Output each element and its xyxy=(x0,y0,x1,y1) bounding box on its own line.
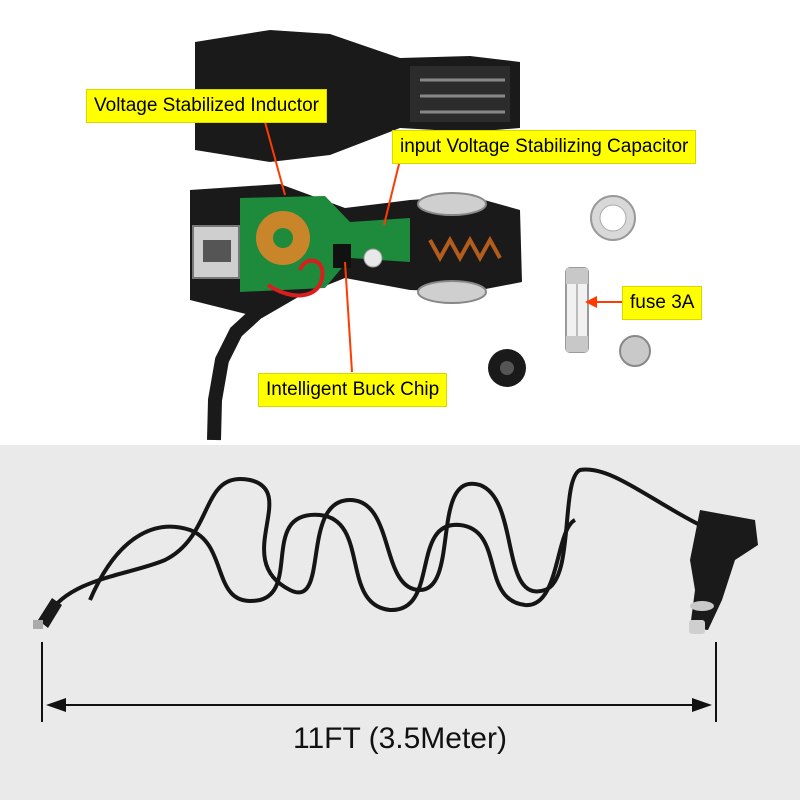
rubber-grommet xyxy=(488,349,526,387)
coiled-cable xyxy=(46,467,701,617)
label-capacitor: input Voltage Stabilizing Capacitor xyxy=(392,130,697,164)
tip-contact xyxy=(619,335,651,367)
cable-strain-relief xyxy=(207,304,265,441)
capacitor-arrow xyxy=(383,159,401,226)
glass-fuse xyxy=(565,267,589,353)
capacitor xyxy=(363,248,383,268)
spring xyxy=(428,235,502,263)
metal-ring xyxy=(590,195,636,241)
inductor-arrow xyxy=(264,121,286,196)
fuse-arrowhead xyxy=(585,296,597,308)
chip-arrow xyxy=(344,261,353,373)
usb-port xyxy=(192,225,240,279)
metal-contacts xyxy=(417,192,487,304)
annotation-arrows xyxy=(264,121,628,373)
inductor-coil xyxy=(256,211,310,265)
cable-length-text: 11FT (3.5Meter) xyxy=(293,722,507,755)
buck-chip xyxy=(333,244,351,268)
red-wire xyxy=(266,258,325,298)
car-plug xyxy=(689,510,758,634)
housing-top-shell xyxy=(195,30,520,162)
label-inductor: Voltage Stabilized Inductor xyxy=(86,89,327,123)
dimension-arrow-left xyxy=(46,698,66,712)
length-dimension xyxy=(41,642,717,722)
dimension-arrow-right xyxy=(692,698,712,712)
mini-usb-plug xyxy=(33,598,62,629)
label-fuse: fuse 3A xyxy=(622,286,703,320)
label-chip: Intelligent Buck Chip xyxy=(258,373,448,407)
